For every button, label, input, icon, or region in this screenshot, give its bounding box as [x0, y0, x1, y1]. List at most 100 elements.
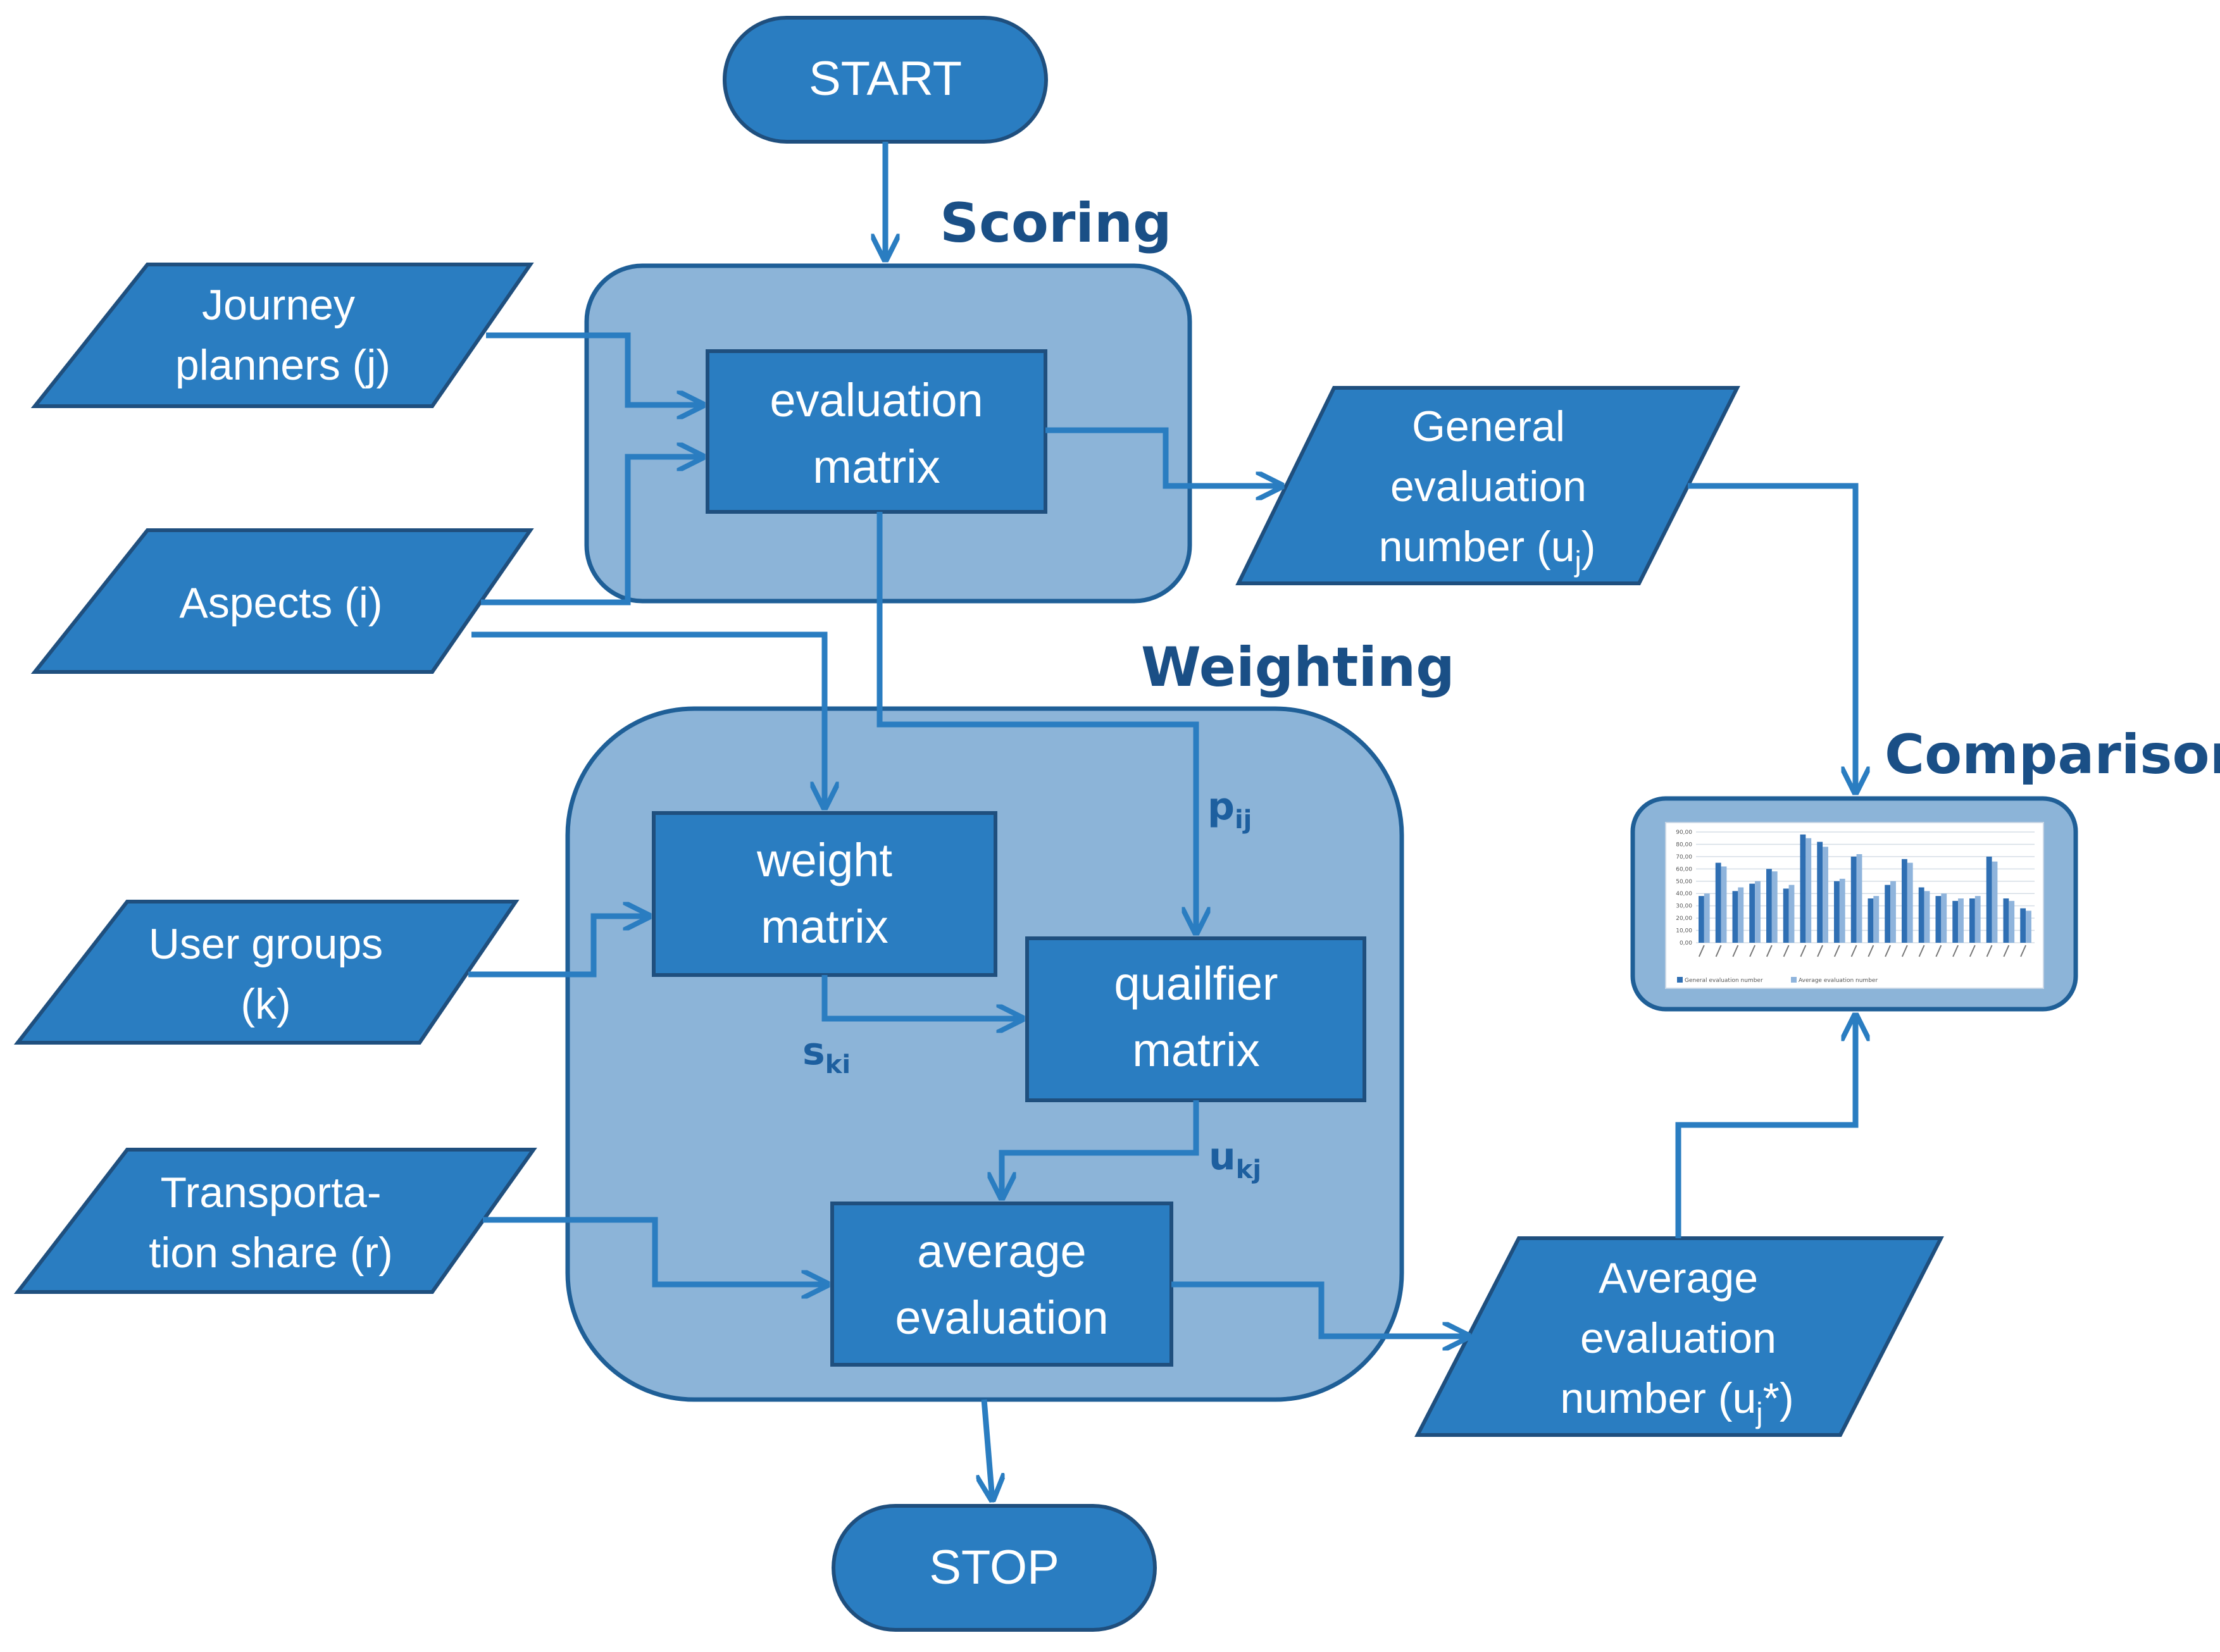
thumb-bar-average [1890, 881, 1896, 943]
thumb-bar-general [1885, 885, 1891, 943]
thumb-bar-general [2020, 908, 2026, 943]
thumb-tick-label: 90,00 [1676, 829, 1692, 836]
svg-text:User groups: User groups [149, 920, 383, 968]
thumb-bar-average [1738, 887, 1744, 943]
svg-text:matrix: matrix [1132, 1024, 1259, 1076]
svg-text:number (uj): number (uj) [1379, 523, 1596, 578]
thumb-bar-average [1941, 893, 1947, 943]
arrow-aspects-to-evalmatrix [481, 457, 702, 606]
thumb-legend-swatch-average [1791, 977, 1797, 983]
evaluation-matrix-box: evaluation matrix [706, 349, 1047, 514]
general-eval-line3-sub: j [1574, 545, 1581, 578]
svg-text:(k): (k) [240, 980, 290, 1028]
thumb-bar-general [1834, 881, 1840, 943]
weight-matrix-box: weight matrix [652, 811, 997, 977]
average-eval-line3-pre: number (u [1560, 1374, 1756, 1422]
thumb-tick-label: 50,00 [1676, 879, 1692, 885]
thumb-bar-general [1817, 842, 1823, 943]
thumb-bar-general [1868, 898, 1874, 943]
scoring-group-label: Scoring [940, 192, 1172, 255]
thumb-bar-general [1952, 900, 1959, 943]
user-groups-input: User groups (k) [13, 900, 520, 1045]
svg-text:average: average [917, 1225, 1086, 1277]
thumb-x-tick [1935, 945, 1942, 957]
thumb-legend-average: Average evaluation number [1799, 978, 1878, 984]
thumb-bar-average [2009, 900, 2015, 943]
thumb-bar-average [1958, 898, 1964, 943]
thumb-x-tick [1986, 945, 1993, 957]
thumb-x-tick [1850, 945, 1857, 957]
thumb-x-tick [1715, 945, 1722, 957]
thumb-x-tick [1885, 945, 1892, 957]
thumb-x-tick [1833, 945, 1840, 957]
svg-text:evaluation: evaluation [1390, 463, 1587, 511]
thumb-bar-general [1783, 888, 1789, 943]
thumb-tick-label: 0,00 [1680, 940, 1692, 947]
comparison-box: 90,0080,0070,0060,0050,0040,0030,0020,00… [1630, 796, 2078, 1012]
thumb-bar-average [1771, 871, 1778, 943]
thumb-bar-general [1986, 856, 1992, 943]
arrow-usergroups-to-weightmatrix [468, 916, 649, 978]
thumb-bar-average [1974, 896, 1981, 943]
start-terminal: START [723, 16, 1048, 144]
average-evaluation-output: Average evaluation number (uj*) [1414, 1236, 1944, 1437]
arrow-average-to-output [1171, 1281, 1468, 1336]
transportation-share-input: Transporta- tion share (r) [13, 1148, 537, 1294]
thumb-x-tick [1783, 945, 1790, 957]
svg-text:Journey: Journey [202, 281, 355, 329]
aspects-input: Aspects (i) [30, 528, 534, 674]
thumb-bar-general [1766, 869, 1772, 943]
thumb-x-tick [1918, 945, 1925, 957]
svg-text:evaluation: evaluation [1580, 1314, 1776, 1362]
average-eval-line3-sub: j [1755, 1396, 1762, 1429]
qualifier-matrix-box: quailfier matrix [1025, 936, 1366, 1102]
thumb-bar-average [1755, 881, 1761, 943]
svg-text:matrix: matrix [813, 440, 940, 493]
svg-text:Aspects (i): Aspects (i) [179, 579, 382, 627]
thumb-bar-average [1924, 891, 1930, 943]
svg-text:General: General [1412, 402, 1565, 450]
thumb-x-tick [1749, 945, 1756, 957]
thumb-bar-average [1873, 896, 1880, 943]
svg-text:weight: weight [756, 834, 892, 886]
thumb-x-tick [2020, 945, 2027, 957]
arrow-weighting-to-stop [984, 1399, 992, 1500]
thumb-x-tick [1766, 945, 1773, 957]
thumb-tick-label: 40,00 [1676, 891, 1692, 897]
thumb-bar-general [1749, 883, 1755, 943]
thumb-x-tick [1698, 945, 1705, 957]
arrow-transport-to-average [483, 1217, 827, 1284]
svg-text:evaluation: evaluation [770, 374, 983, 426]
average-evaluation-box: average evaluation [830, 1202, 1173, 1367]
general-eval-line3-post: ) [1581, 523, 1596, 571]
u-kj-label: ukj [1209, 1134, 1261, 1184]
thumb-bar-general [1715, 862, 1721, 943]
thumb-tick-label: 60,00 [1676, 866, 1692, 873]
thumb-x-tick [1800, 945, 1807, 957]
thumb-bar-average [2026, 910, 2031, 943]
p-ij-sub: ij [1235, 805, 1252, 835]
thumb-bar-average [1704, 893, 1710, 943]
weighting-group-label: Weighting [1141, 636, 1455, 699]
thumb-bar-general [1800, 834, 1806, 943]
general-evaluation-output: General evaluation number (uj) [1235, 386, 1740, 585]
thumb-bar-average [1788, 885, 1795, 943]
thumb-x-tick [1969, 945, 1976, 957]
thumb-x-tick [1952, 945, 1959, 957]
journey-planners-input: Journey planners (j) [30, 263, 534, 408]
svg-text:quailfier: quailfier [1114, 957, 1278, 1010]
u-kj-sub: kj [1236, 1155, 1261, 1184]
arrow-aspects-to-weightmatrix [471, 631, 825, 807]
svg-text:planners (j): planners (j) [175, 341, 390, 389]
thumb-x-tick [1868, 945, 1874, 957]
thumb-bar-average [1805, 838, 1812, 943]
svg-text:Average: Average [1599, 1254, 1758, 1302]
arrow-evalmatrix-to-qualifier [876, 512, 1196, 933]
thumb-bar-general [1935, 896, 1942, 943]
arrow-avg-output-to-comparison [1675, 1015, 1855, 1238]
thumb-tick-label: 70,00 [1676, 854, 1692, 860]
comparison-group-label: Comparison [1885, 723, 2220, 786]
s-ki-sub: ki [825, 1050, 851, 1079]
thumb-legend-swatch-general [1677, 977, 1683, 983]
